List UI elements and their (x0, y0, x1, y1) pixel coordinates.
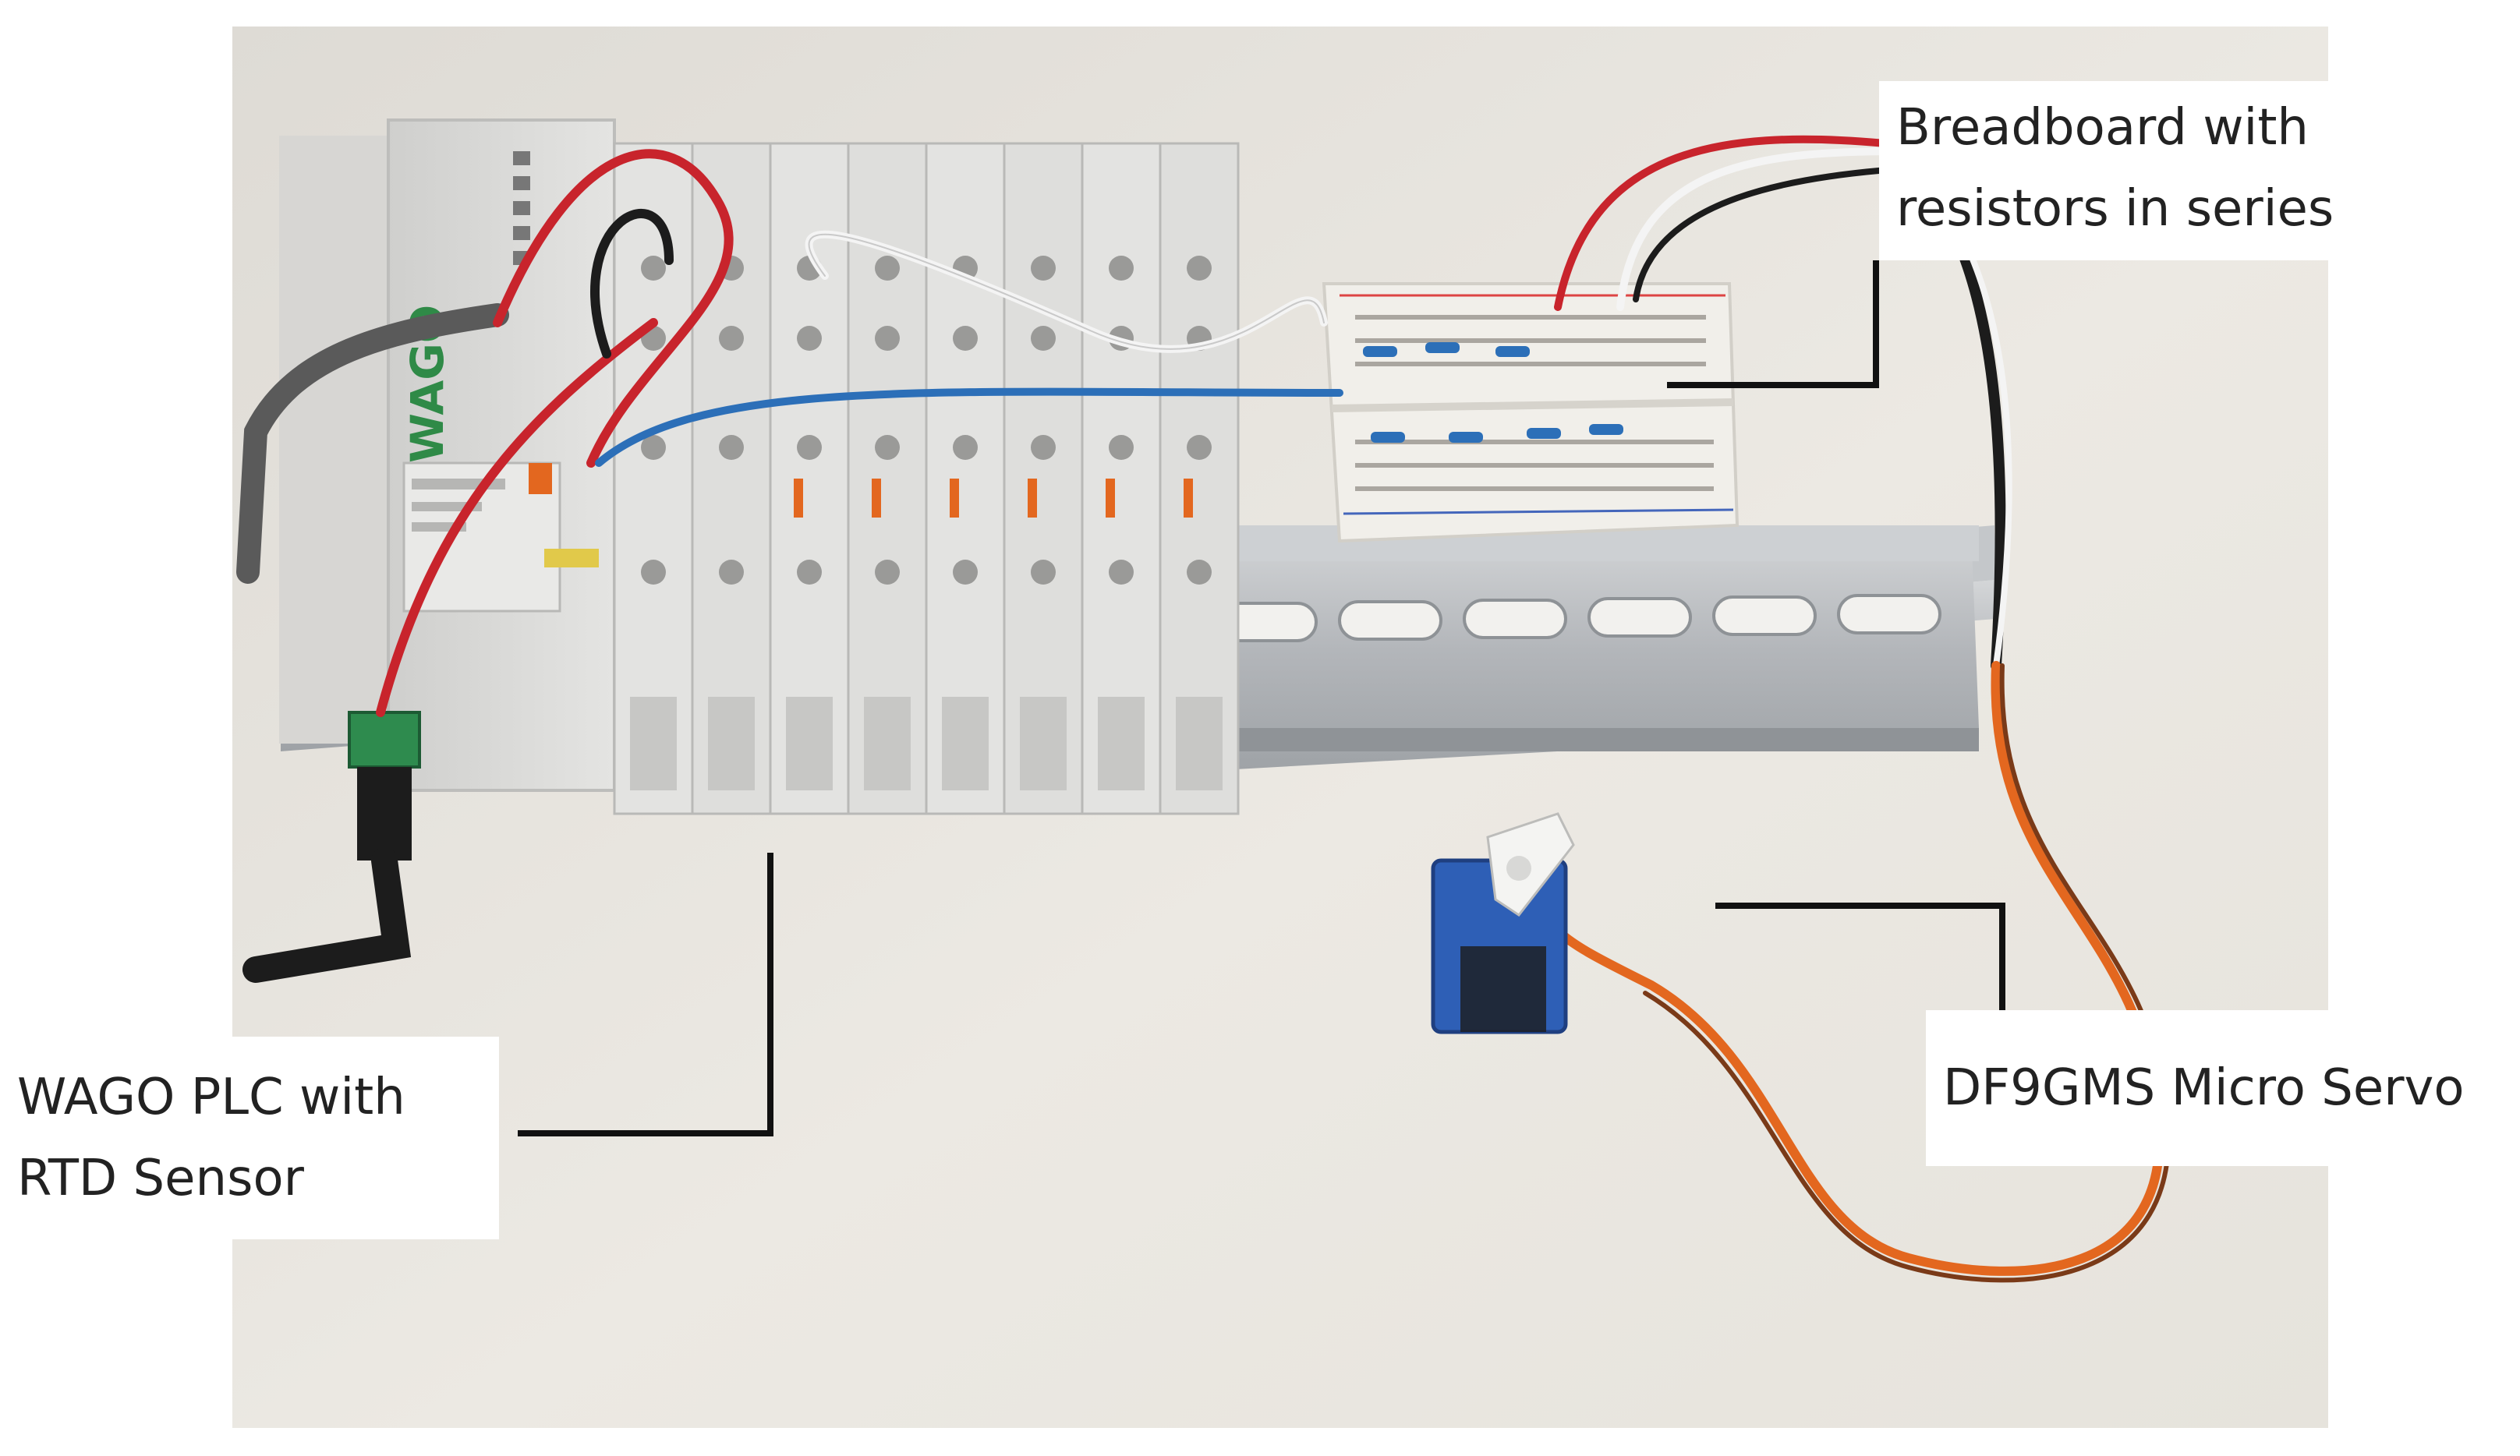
wago-plc: WAGO (279, 118, 1240, 815)
callout-breadboard-line-2: resistors in series (1896, 180, 2334, 238)
leader-breadboard (1667, 260, 1879, 388)
leader-plc (518, 853, 773, 1136)
power-cable (236, 303, 509, 983)
leader-lines (518, 260, 2005, 1136)
breadboard (1322, 282, 1740, 543)
callout-plc: WAGO PLC with RTD Sensor (0, 1037, 499, 1239)
leader-servo (1715, 903, 2005, 1010)
callout-servo-line-1: DF9GMS Micro Servo (1943, 1059, 2465, 1117)
callout-plc-line-1: WAGO PLC with (17, 1069, 405, 1126)
callout-plc-line-2: RTD Sensor (17, 1150, 304, 1207)
micro-servo (1431, 812, 1575, 1034)
callout-breadboard-line-1: Breadboard with (1896, 99, 2309, 157)
callout-servo: DF9GMS Micro Servo (1926, 1010, 2520, 1166)
terminal-connector (348, 711, 421, 769)
callout-breadboard: Breadboard with resistors in series (1879, 81, 2362, 260)
